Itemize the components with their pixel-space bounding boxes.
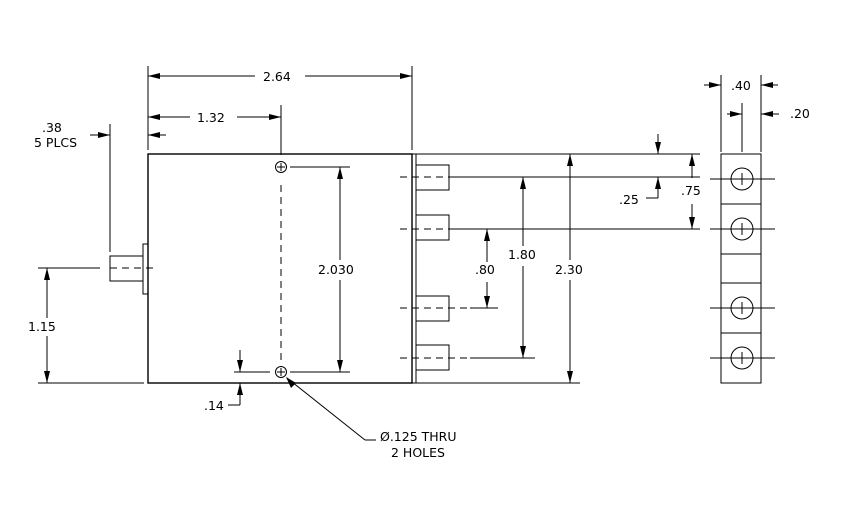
- dim-connector-length: [90, 124, 111, 252]
- label-inner-spacing: .80: [475, 262, 495, 277]
- dim-connector-height: [38, 267, 144, 384]
- dim-half-width: [148, 105, 282, 155]
- label-connector-count: 5 PLCS: [34, 135, 77, 150]
- label-side-center: .20: [790, 106, 810, 121]
- label-pitch: .75: [681, 183, 701, 198]
- label-overall-width: 2.64: [263, 69, 291, 84]
- dim-inner-spacing: [484, 229, 490, 308]
- label-connector-length: .38: [42, 120, 62, 135]
- label-top-offset: .25: [619, 192, 639, 207]
- label-hole-offset: .14: [204, 398, 224, 413]
- main-housing: [147, 153, 413, 384]
- dim-hole-offset: [228, 350, 270, 406]
- hole-note-line1: Ø.125 THRU: [380, 429, 457, 444]
- side-connector-1: [710, 167, 775, 191]
- dim-side-center: [727, 103, 779, 152]
- label-outer-spacing: 1.80: [508, 247, 536, 262]
- dim-overall-width: [147, 66, 413, 150]
- dim-hole-spacing: [290, 166, 350, 373]
- label-side-width: .40: [731, 78, 751, 93]
- dim-outer-spacing: [520, 177, 526, 358]
- hole-note-leader: [286, 377, 376, 441]
- side-connector-2: [710, 217, 775, 241]
- dim-top-offset: [646, 134, 661, 199]
- label-overall-height: 2.30: [555, 262, 583, 277]
- mounting-hole-bottom: [275, 366, 287, 378]
- hole-note-line2: 2 HOLES: [391, 445, 445, 460]
- side-connector-4: [710, 346, 775, 370]
- dim-overall-height: [567, 154, 573, 383]
- side-connector-3: [710, 296, 775, 320]
- input-connector: [109, 243, 158, 295]
- output-connector-2: [400, 214, 470, 241]
- label-half-width: 1.32: [197, 110, 225, 125]
- label-connector-height: 1.15: [28, 319, 56, 334]
- side-view: [710, 153, 775, 384]
- output-connector-4: [400, 344, 470, 371]
- label-hole-spacing: 2.030: [318, 262, 354, 277]
- mounting-hole-top: [275, 161, 287, 173]
- output-connector-3: [400, 295, 470, 322]
- mounting-flange: [411, 153, 417, 384]
- dim-pitch: [689, 154, 695, 229]
